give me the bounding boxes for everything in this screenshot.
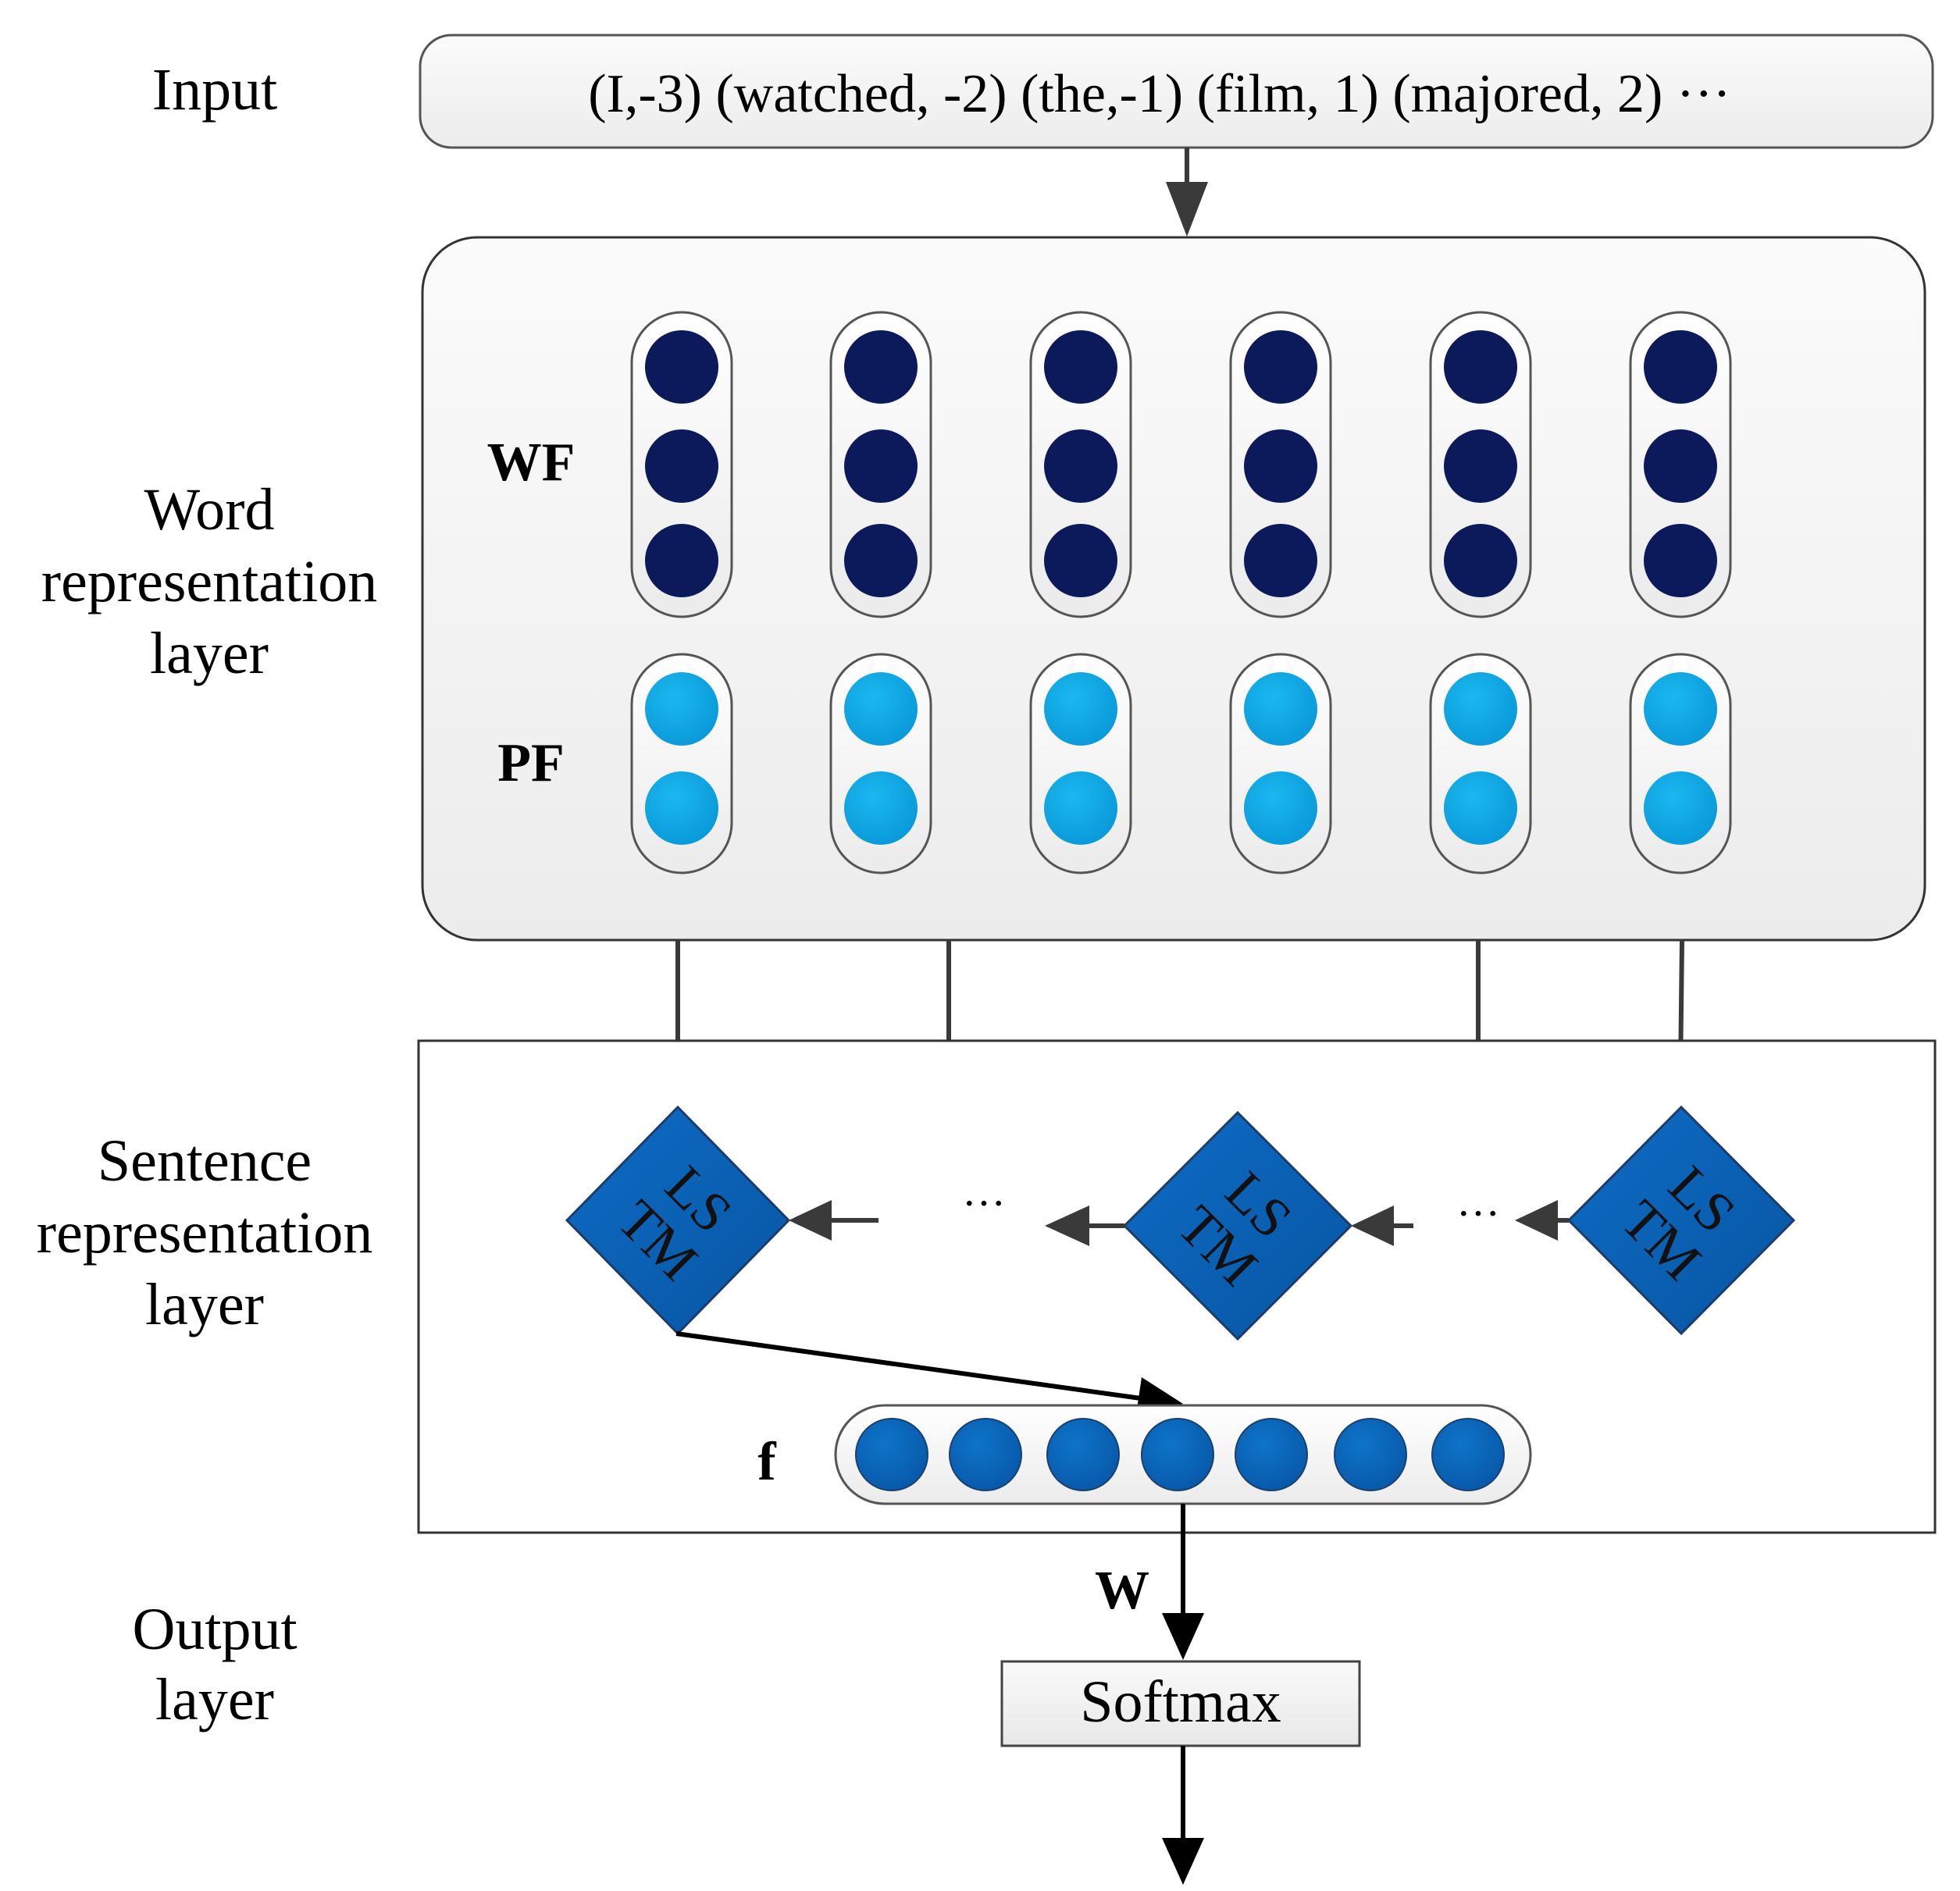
f-node	[1431, 1418, 1505, 1491]
wf-label: WF	[487, 433, 576, 493]
sentence-layer-label-line2: representation	[37, 1200, 372, 1266]
wf-node	[1644, 330, 1717, 404]
word-representation-panel	[421, 236, 1926, 942]
lstm-recurrent-arrow-2	[1045, 1205, 1124, 1246]
feature-column-2	[829, 311, 932, 874]
sentence-layer-label-line3: layer	[145, 1272, 264, 1337]
wf-node	[844, 524, 918, 597]
wf-node	[1044, 429, 1117, 503]
lstm-ellipsis-2: ···	[1456, 1190, 1500, 1238]
input-to-embedding-arrow	[1166, 148, 1208, 237]
feature-columns	[630, 311, 1732, 874]
feature-column-4	[1229, 311, 1332, 874]
pf-node	[645, 672, 718, 746]
softmax-box	[1000, 1660, 1361, 1747]
word-layer-label-line1: Word	[144, 477, 275, 543]
lstm-cell-2: LS TM	[1122, 1110, 1353, 1341]
wf-node	[1044, 330, 1117, 404]
feature-column-6	[1629, 311, 1732, 874]
word-layer-label-line2: representation	[41, 549, 377, 614]
f-node	[949, 1418, 1022, 1491]
lstm-ellipsis-1: ···	[962, 1180, 1006, 1228]
wf-node	[1044, 524, 1117, 597]
vector-f-nodes	[855, 1418, 1505, 1491]
pf-node	[844, 672, 918, 746]
sentence-layer-label-line1: Sentence	[98, 1128, 312, 1194]
lstm-recurrent-arrow-3	[1351, 1205, 1413, 1246]
f-node	[1334, 1418, 1407, 1491]
pf-node	[1044, 672, 1117, 746]
weight-w-label: W	[1095, 1561, 1149, 1621]
wf-node	[1244, 330, 1317, 404]
pf-label: PF	[497, 733, 565, 793]
wf-node	[645, 429, 718, 503]
wf-node	[645, 330, 718, 404]
pf-node	[1644, 672, 1717, 746]
pf-node	[1444, 672, 1517, 746]
lstm-recurrent-arrow-4	[1515, 1200, 1569, 1241]
softmax-text: Softmax	[1080, 1669, 1281, 1735]
f-node	[1235, 1418, 1308, 1491]
vector-f-label: f	[757, 1432, 776, 1492]
pf-node	[844, 771, 918, 845]
softmax-output-arrow	[1162, 1746, 1204, 1885]
input-layer-label: Input	[152, 57, 277, 123]
wf-node	[1444, 429, 1517, 503]
wf-node	[1644, 429, 1717, 503]
output-layer-label-line2: layer	[155, 1667, 274, 1733]
wf-node	[1644, 524, 1717, 597]
pf-node	[1644, 771, 1717, 845]
lstm-cell-3: LS TM	[1566, 1105, 1796, 1336]
wf-node	[1444, 330, 1517, 404]
pf-node	[1444, 771, 1517, 845]
wf-node	[844, 330, 918, 404]
input-sequence-text: (I,-3) (watched, -2) (the,-1) (film, 1) …	[588, 64, 1731, 124]
wf-node	[1444, 524, 1517, 597]
wf-node	[844, 429, 918, 503]
wf-node	[645, 524, 718, 597]
feature-column-5	[1429, 311, 1532, 874]
f-node	[1141, 1418, 1214, 1491]
wf-node	[1244, 524, 1317, 597]
pf-node	[1244, 771, 1317, 845]
pf-node	[645, 771, 718, 845]
vector-to-softmax-arrow	[1162, 1504, 1204, 1660]
feature-column-1	[630, 311, 733, 874]
feature-column-3	[1029, 311, 1132, 874]
pf-node	[1044, 771, 1117, 845]
lstm-cell-1: LS TM	[565, 1105, 791, 1336]
word-layer-label-line3: layer	[150, 621, 269, 686]
pf-node	[1244, 672, 1317, 746]
f-node	[1046, 1418, 1120, 1491]
output-layer-label-line1: Output	[132, 1597, 297, 1662]
lstm-recurrent-arrow-1	[789, 1200, 878, 1241]
f-node	[855, 1418, 928, 1491]
input-sequence-box	[419, 34, 1934, 149]
wf-node	[1244, 429, 1317, 503]
